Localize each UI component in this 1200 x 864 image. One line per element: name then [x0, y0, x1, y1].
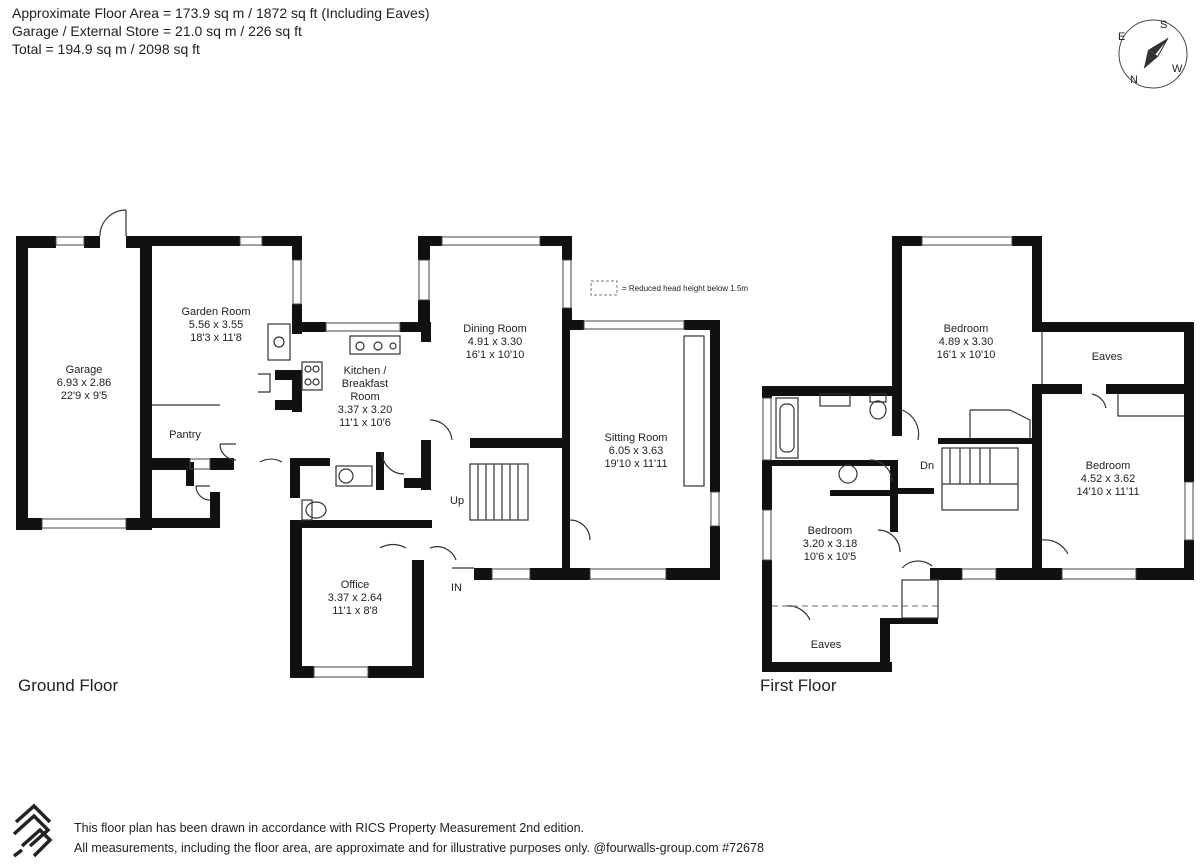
compass-e: E — [1118, 31, 1125, 43]
sitting-room-name: Sitting Room — [605, 432, 668, 444]
eaves-2-label: Eaves — [811, 639, 842, 651]
garage-imperial: 22'9 x 9'5 — [61, 390, 107, 402]
ground-floor-windows — [41, 236, 720, 678]
ground-floor-walls — [16, 236, 720, 678]
floor-area-text: Approximate Floor Area = 173.9 sq m / 18… — [12, 5, 430, 21]
stairs-down-label: Dn — [920, 460, 934, 472]
first-floor-fixtures — [772, 332, 1184, 621]
footer-rics-text: This floor plan has been drawn in accord… — [74, 821, 584, 835]
bedroom-1-metric: 4.89 x 3.30 — [939, 336, 993, 348]
ground-floor-label: Ground Floor — [18, 676, 119, 695]
garage-metric: 6.93 x 2.86 — [57, 377, 111, 389]
dining-room-name: Dining Room — [463, 323, 527, 335]
sitting-room-metric: 6.05 x 3.63 — [609, 445, 663, 457]
reduced-height-legend: = Reduced head height below 1.5m — [590, 280, 748, 296]
kitchen-name-3: Room — [350, 391, 379, 403]
ground-floor-fixtures — [99, 209, 705, 569]
compass-s: S — [1160, 19, 1167, 31]
office-metric: 3.37 x 2.64 — [328, 592, 382, 604]
office-name: Office — [341, 579, 370, 591]
garden-room-imperial: 18'3 x 11'8 — [190, 332, 242, 344]
compass-n: N — [1130, 74, 1138, 86]
office-imperial: 11'1 x 8'8 — [332, 605, 378, 617]
eaves-1-label: Eaves — [1092, 351, 1123, 363]
first-floor-labels: Bedroom 4.89 x 3.30 16'1 x 10'10 Eaves B… — [803, 323, 1140, 651]
compass-icon: S E W N — [1118, 19, 1188, 89]
dining-room-metric: 4.91 x 3.30 — [468, 336, 522, 348]
bedroom-2-imperial: 14'10 x 11'11 — [1076, 486, 1139, 498]
kitchen-name-1: Kitchen / — [344, 365, 388, 377]
first-floor-windows — [762, 236, 1194, 580]
kitchen-imperial: 11'1 x 10'6 — [339, 417, 391, 429]
bedroom-3-imperial: 10'6 x 10'5 — [804, 551, 857, 563]
stairs-up-label: Up — [450, 495, 464, 507]
bedroom-1-imperial: 16'1 x 10'10 — [937, 349, 996, 361]
garage-area-text: Garage / External Store = 21.0 sq m / 22… — [12, 23, 302, 39]
fourwalls-logo-icon — [12, 803, 53, 858]
bedroom-1-name: Bedroom — [944, 323, 989, 335]
bedroom-3-name: Bedroom — [808, 525, 853, 537]
kitchen-name-2: Breakfast — [342, 378, 388, 390]
footer-disclaimer-text: All measurements, including the floor ar… — [74, 841, 764, 855]
sitting-room-imperial: 19'10 x 11'11 — [604, 458, 667, 470]
ground-floor-labels: Garage 6.93 x 2.86 22'9 x 9'5 Garden Roo… — [57, 306, 668, 617]
total-area-text: Total = 194.9 sq m / 2098 sq ft — [12, 41, 200, 57]
bedroom-3-metric: 3.20 x 3.18 — [803, 538, 857, 550]
entrance-label: IN — [451, 582, 462, 594]
first-floor-walls — [762, 236, 1194, 672]
garden-room-metric: 5.56 x 3.55 — [189, 319, 243, 331]
bedroom-2-name: Bedroom — [1086, 460, 1131, 472]
garden-room-name: Garden Room — [181, 306, 250, 318]
dining-room-imperial: 16'1 x 10'10 — [466, 349, 525, 361]
legend-text: = Reduced head height below 1.5m — [622, 284, 748, 293]
compass-w: W — [1172, 63, 1183, 75]
garage-name: Garage — [66, 364, 103, 376]
bedroom-2-metric: 4.52 x 3.62 — [1081, 473, 1135, 485]
first-floor-label: First Floor — [760, 676, 837, 695]
pantry-name: Pantry — [169, 429, 201, 441]
kitchen-metric: 3.37 x 3.20 — [338, 404, 392, 416]
